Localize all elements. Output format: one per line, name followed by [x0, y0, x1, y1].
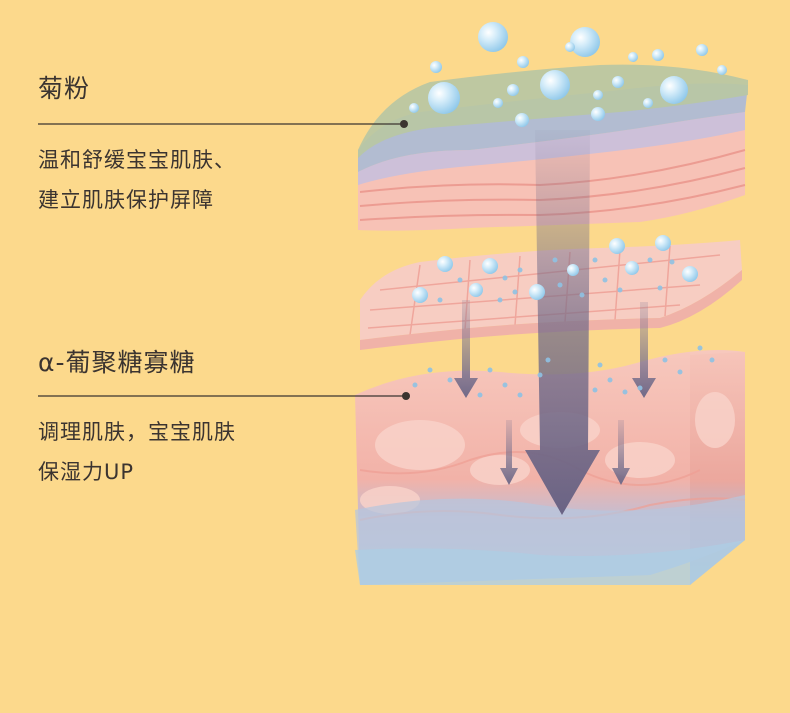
ingredient-name: α-葡聚糖寡糖 [38, 348, 196, 377]
ingredient-callout-glucan: α-葡聚糖寡糖 调理肌肤，宝宝肌肤 保湿力UP [38, 348, 235, 484]
leader-line-1 [38, 120, 408, 128]
ingredient-description: 温和舒缓宝宝肌肤、 建立肌肤保护屏障 [38, 140, 236, 220]
particle-dots [412, 257, 715, 398]
ingredient-description: 调理肌肤，宝宝肌肤 保湿力UP [38, 412, 236, 492]
leader-line-2 [38, 392, 410, 400]
arrow-down-icon [454, 300, 656, 485]
bubble-icon [409, 22, 727, 127]
description-line: 保湿力UP [38, 460, 135, 484]
arrow-down-icon [525, 130, 600, 515]
bubble-icon [412, 235, 698, 303]
description-line: 温和舒缓宝宝肌肤、 [38, 148, 236, 172]
description-line: 调理肌肤，宝宝肌肤 [38, 420, 236, 444]
ingredient-name: 菊粉 [38, 74, 91, 103]
description-line: 建立肌肤保护屏障 [38, 188, 214, 212]
ingredient-callout-inulin: 菊粉 温和舒缓宝宝肌肤、 建立肌肤保护屏障 [38, 74, 235, 212]
